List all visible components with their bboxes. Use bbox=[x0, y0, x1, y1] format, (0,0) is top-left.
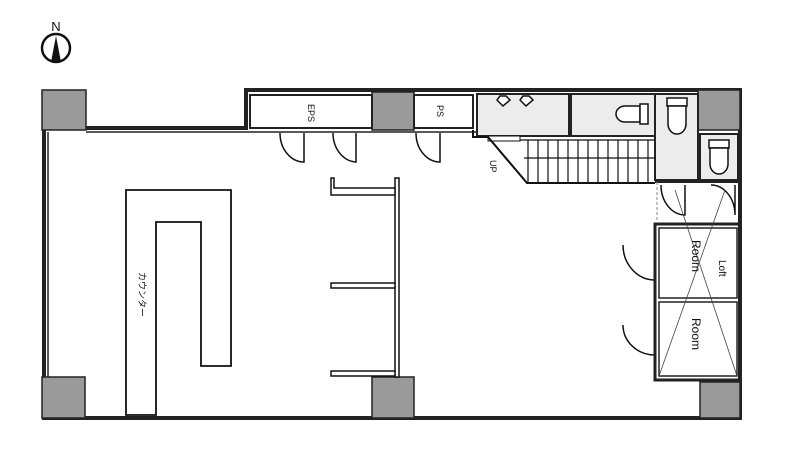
ps-shaft bbox=[413, 94, 474, 129]
door bbox=[622, 324, 656, 356]
urinal-icon bbox=[496, 95, 512, 108]
pillar bbox=[41, 376, 86, 419]
room-upper bbox=[658, 227, 738, 299]
pillar bbox=[41, 89, 87, 131]
inner-wall-lines bbox=[47, 131, 478, 414]
eps-shaft bbox=[249, 94, 373, 129]
pillar bbox=[697, 89, 741, 131]
storage-rooms: Room Loft Room bbox=[653, 189, 742, 382]
pillar bbox=[699, 381, 741, 419]
toilet-icon bbox=[615, 103, 649, 125]
door bbox=[622, 244, 656, 281]
counter bbox=[125, 189, 232, 416]
toilet-icon bbox=[666, 97, 688, 135]
compass-label: N bbox=[51, 19, 60, 34]
toilet-icon bbox=[708, 139, 730, 175]
pillars bbox=[41, 89, 741, 419]
doors bbox=[279, 99, 736, 356]
stairs-up-label: UP bbox=[488, 160, 498, 173]
loft-label: Loft bbox=[716, 260, 727, 277]
ps-label: PS bbox=[435, 105, 445, 117]
shelving-partition bbox=[330, 177, 400, 378]
door bbox=[660, 184, 686, 216]
door bbox=[332, 132, 357, 163]
door bbox=[415, 132, 441, 163]
room-lower-label: Room bbox=[689, 318, 703, 350]
door bbox=[710, 184, 736, 216]
north-arrow-icon bbox=[51, 36, 61, 62]
door bbox=[279, 132, 305, 163]
pillar bbox=[371, 376, 415, 419]
pillar bbox=[371, 91, 415, 131]
restrooms bbox=[476, 93, 740, 222]
room-upper-label: Room bbox=[689, 240, 703, 272]
eps-label: EPS bbox=[306, 104, 316, 122]
stairs: UP bbox=[472, 130, 655, 184]
north-compass: N bbox=[40, 19, 72, 64]
urinal-icon bbox=[519, 95, 535, 108]
counter-label: カウンター bbox=[137, 272, 147, 317]
